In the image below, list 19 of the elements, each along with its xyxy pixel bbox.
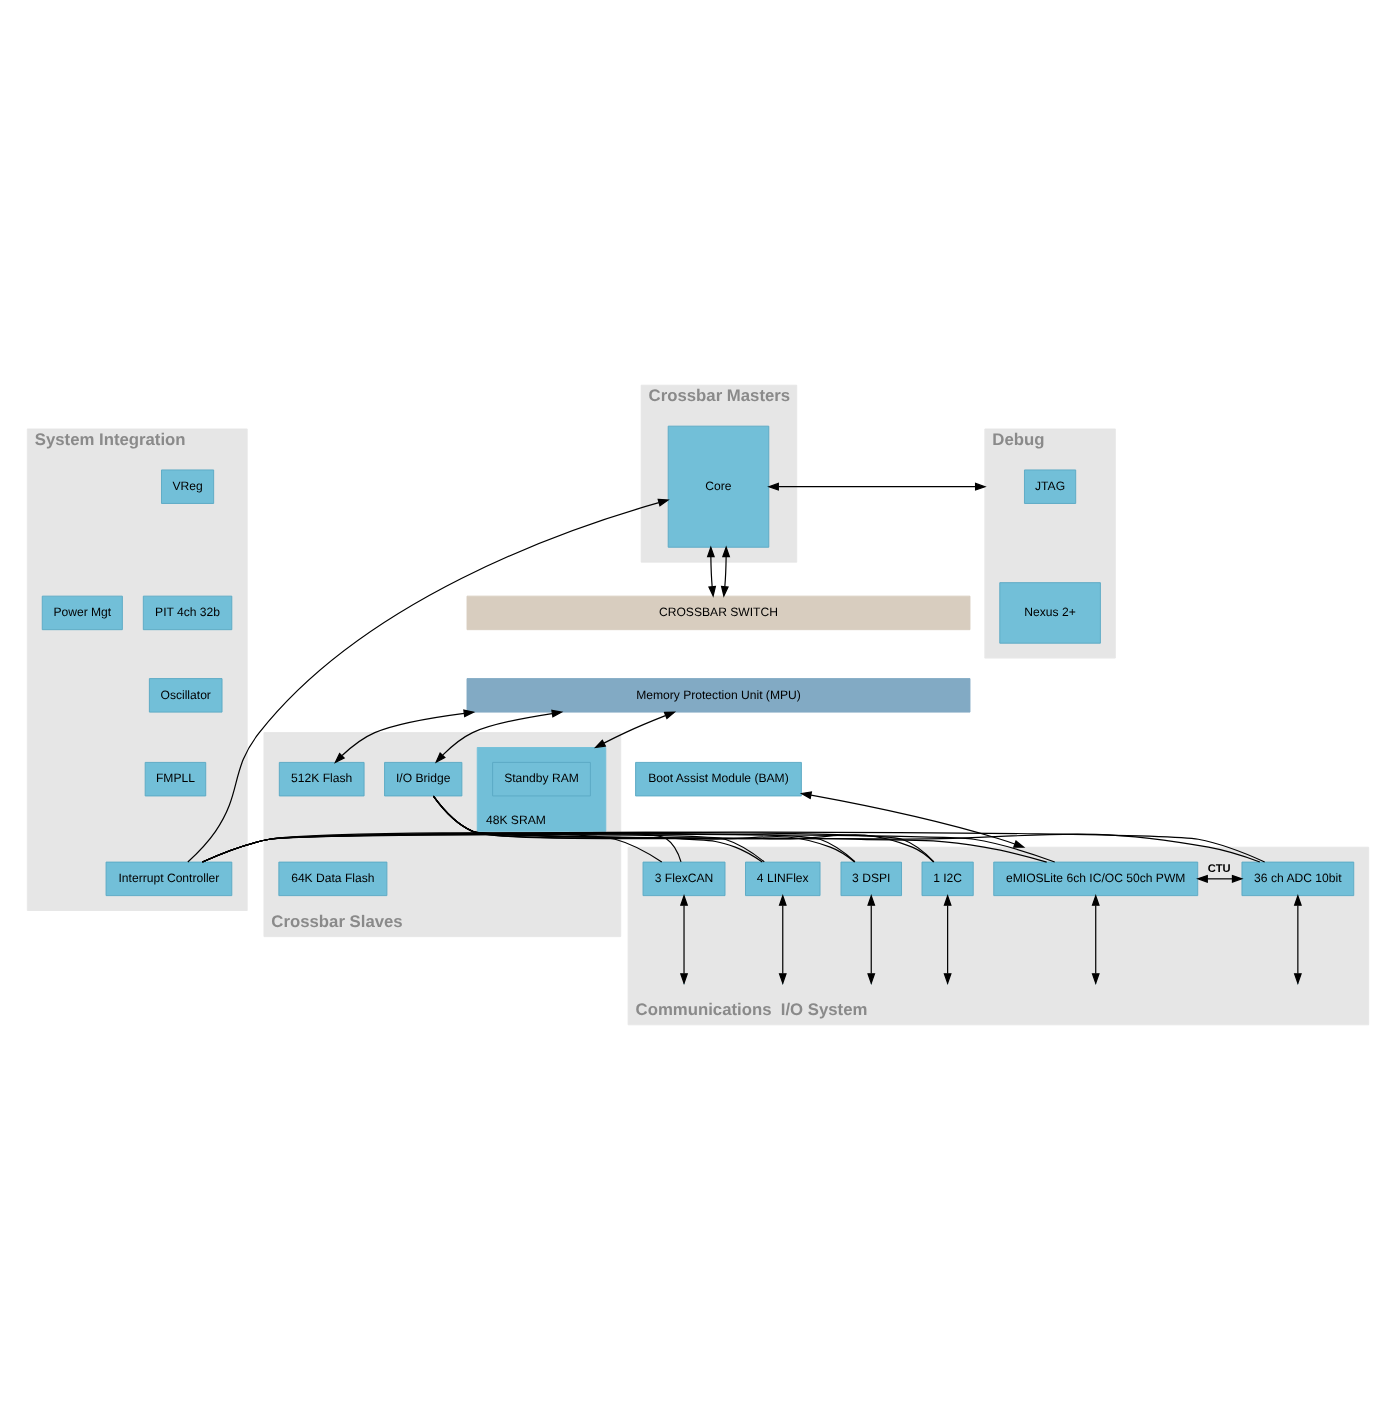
- arrow: [867, 893, 876, 984]
- arrow: [1293, 893, 1302, 984]
- connector: [201, 830, 1266, 862]
- connector: [432, 794, 1261, 862]
- connector: [432, 794, 1048, 862]
- arrow: [778, 893, 787, 984]
- arrow: [1091, 893, 1100, 984]
- arrow: [434, 708, 564, 763]
- arrow: [187, 497, 670, 862]
- arrow: [706, 544, 717, 597]
- connector: [432, 794, 935, 862]
- arrow: [334, 708, 476, 763]
- arrow: [593, 710, 677, 748]
- arrow: [1196, 873, 1244, 882]
- connector: [201, 832, 1056, 862]
- arrow: [767, 481, 987, 490]
- arrow: [799, 790, 1026, 847]
- arrow: [943, 893, 952, 984]
- arrow: [720, 544, 731, 597]
